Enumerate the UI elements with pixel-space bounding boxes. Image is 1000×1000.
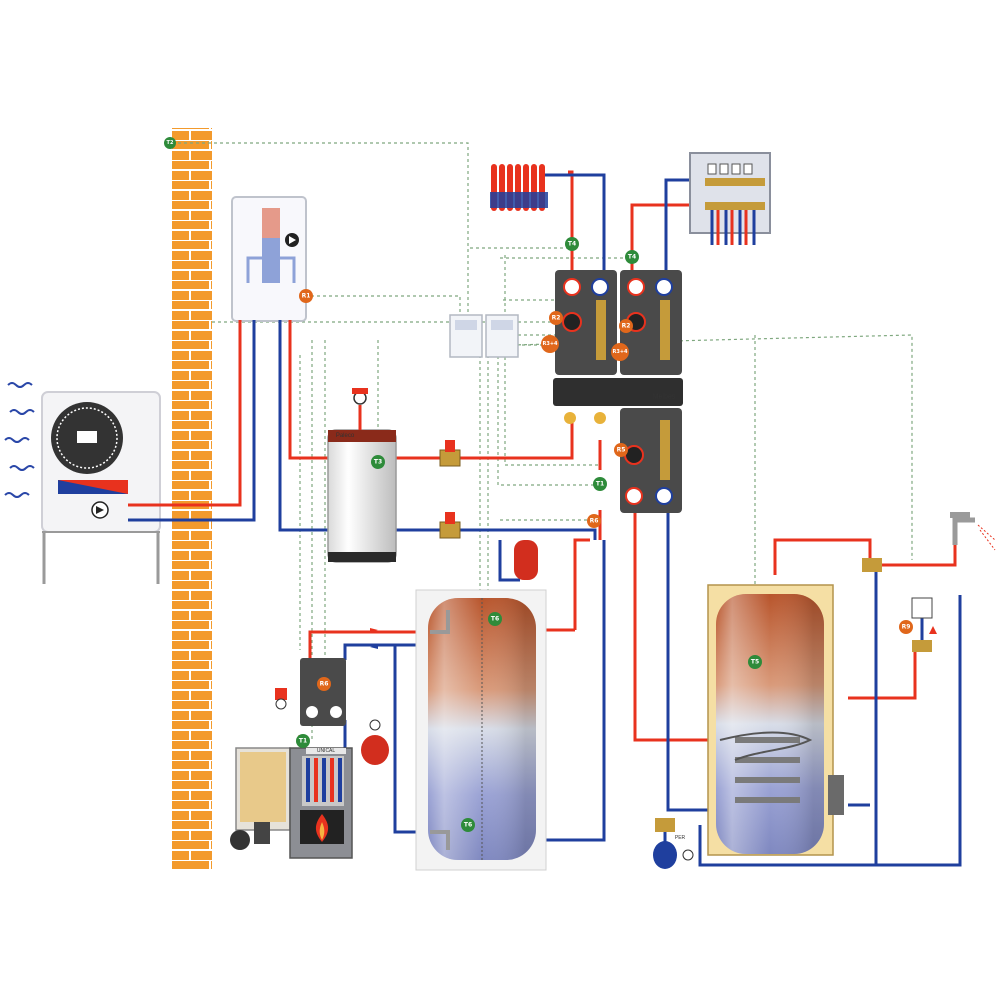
marker-t3-label: T3 xyxy=(374,459,382,466)
faucet-icon xyxy=(950,512,996,551)
pellet-boiler: UNICAL xyxy=(230,747,353,859)
hydraulic-manifold-bar: Meibes xyxy=(553,378,683,424)
marker-t2: T2 xyxy=(164,137,176,149)
marker-t4-left: T4 xyxy=(565,237,579,251)
marker-r2-left-label: R2 xyxy=(552,315,561,322)
marker-t1-lower: T1 xyxy=(593,477,607,491)
underfloor-manifold xyxy=(689,152,771,245)
brick-wall xyxy=(172,128,212,870)
manifold-brand: Meibes xyxy=(653,394,676,401)
marker-r2-right: R2 xyxy=(619,319,633,333)
marker-r34-left: R3+4 xyxy=(541,335,559,353)
marker-t4-right: T4 xyxy=(625,250,639,264)
marker-t6-bottom: T6 xyxy=(461,818,475,832)
marker-r9: R9 xyxy=(899,620,913,634)
expansion-vessel-boiler xyxy=(361,719,389,765)
marker-r34-right-label: R3+4 xyxy=(613,349,629,355)
small-buffer-tank: Paleco xyxy=(327,388,397,563)
boiler-brand: UNICAL xyxy=(317,748,336,754)
mixing-valve-hot xyxy=(439,440,461,467)
marker-r1: R1 xyxy=(299,289,313,303)
dhw-tank xyxy=(707,584,844,856)
marker-r2-right-label: R2 xyxy=(622,323,631,330)
flow-arrows xyxy=(370,628,378,649)
marker-r6-boiler-label: R6 xyxy=(320,681,329,688)
radiator xyxy=(490,164,548,211)
marker-r5: R5 xyxy=(614,443,628,457)
hot-pipes xyxy=(128,170,957,745)
boiler-pump-group xyxy=(275,658,346,726)
marker-t6-top: T6 xyxy=(488,612,502,626)
marker-t3: T3 xyxy=(371,455,385,469)
air-flow-icon xyxy=(4,382,35,498)
marker-r6-valve: R6 xyxy=(587,514,601,528)
hydrobox-indoor-unit xyxy=(231,196,307,322)
pump-group-left xyxy=(555,270,617,375)
main-buffer-tank xyxy=(415,589,547,871)
marker-r9-label: R9 xyxy=(902,624,911,631)
marker-t1-lower-label: T1 xyxy=(596,481,604,488)
marker-t1-boiler: T1 xyxy=(296,734,310,748)
marker-r6-valve-label: R6 xyxy=(590,518,599,525)
dhw-circulation-group xyxy=(862,558,937,652)
expansion-vessel-dhw xyxy=(653,841,694,869)
marker-r1-label: R1 xyxy=(302,293,311,300)
marker-r6-boiler: R6 xyxy=(317,677,331,691)
marker-t4-left-label: T4 xyxy=(568,241,576,248)
marker-r34-right: R3+4 xyxy=(611,343,629,361)
safety-group-label: PER xyxy=(675,835,686,841)
marker-r34-left-label: R3+4 xyxy=(543,341,559,347)
marker-r5-label: R5 xyxy=(617,447,626,454)
expansion-vessel-buffer xyxy=(514,540,538,580)
pump-group-lower xyxy=(620,408,682,513)
heat-pump-outdoor-unit xyxy=(41,391,161,584)
marker-t1-boiler-label: T1 xyxy=(299,738,307,745)
marker-t2-label: T2 xyxy=(167,140,174,146)
marker-t6-top-label: T6 xyxy=(491,616,499,623)
marker-t4-right-label: T4 xyxy=(628,254,636,261)
safety-valve-group xyxy=(655,818,675,832)
mixing-valve-cold xyxy=(439,512,461,539)
small-buffer-brand: Paleco xyxy=(336,433,355,439)
marker-t5-label: T5 xyxy=(751,659,759,666)
marker-t5: T5 xyxy=(748,655,762,669)
pump-group-right xyxy=(620,270,682,375)
controller-units xyxy=(449,314,519,358)
marker-t6-bottom-label: T6 xyxy=(464,822,472,829)
marker-r2-left: R2 xyxy=(549,311,563,325)
